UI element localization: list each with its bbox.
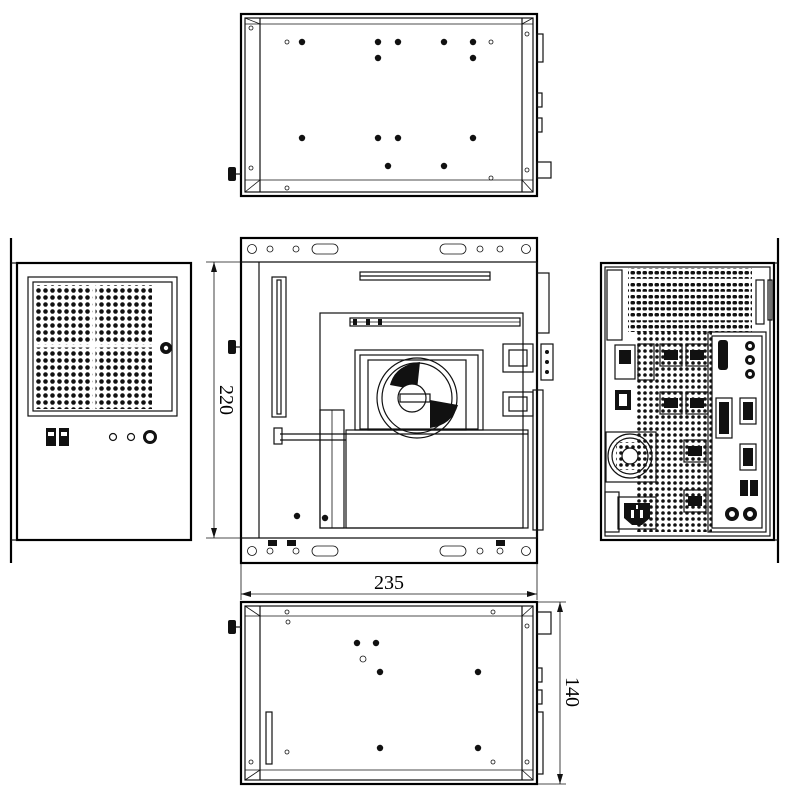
top-view — [228, 12, 552, 198]
dimension-depth: 140 — [537, 601, 583, 785]
rear-io-view — [599, 238, 780, 563]
depth-dimension-label: 140 — [561, 677, 583, 707]
dimension-height: 220 — [206, 261, 241, 539]
side-internal-view — [228, 236, 554, 565]
front-panel-view — [9, 238, 193, 563]
height-dimension-label: 220 — [215, 385, 237, 415]
dimension-width: 235 — [240, 563, 538, 600]
bottom-view — [228, 600, 552, 786]
width-dimension-label: 235 — [374, 572, 404, 594]
